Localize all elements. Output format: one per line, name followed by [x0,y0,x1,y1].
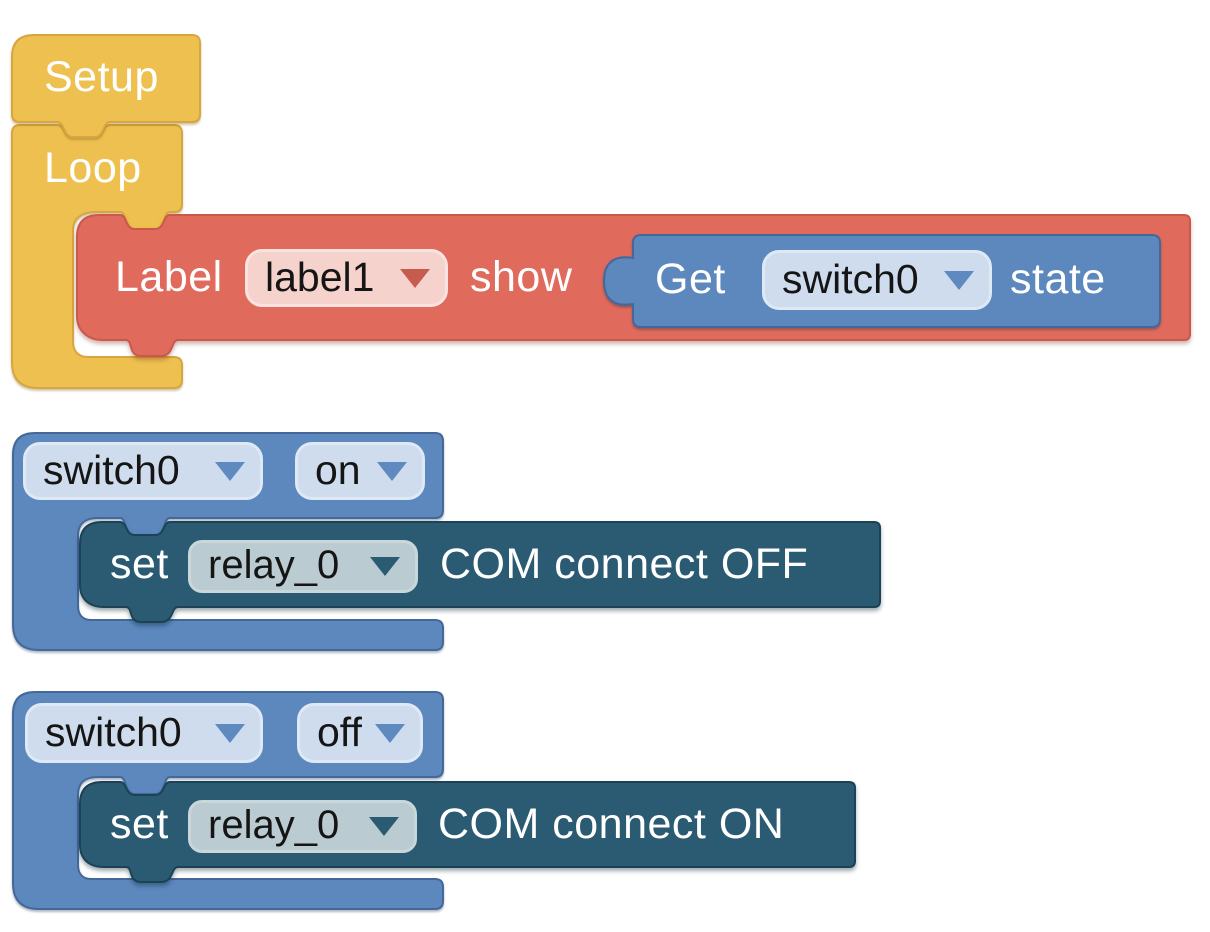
dropdown-arrow-icon [375,723,405,743]
get-block-suffix: state [1010,255,1106,303]
get-switch-dropdown[interactable]: switch0 [762,250,992,310]
event-off-device-value: switch0 [45,708,182,755]
dropdown-arrow-icon [369,817,399,836]
event-on-state-value: on [315,446,361,493]
label-block-prefix: Label [115,253,223,301]
get-switch-dropdown-value: switch0 [782,255,919,302]
set-off-prefix: set [110,540,169,588]
loop-block-body[interactable] [11,124,183,389]
dropdown-arrow-icon [370,557,400,576]
set-on-suffix: COM connect ON [438,800,785,848]
label-block-suffix: show [470,253,573,301]
event-on-state-dropdown[interactable]: on [295,442,425,500]
get-block-prefix: Get [655,255,726,303]
dropdown-arrow-icon [215,723,245,743]
set-on-prefix: set [110,800,169,848]
label-dropdown-value: label1 [265,253,375,300]
loop-block-label: Loop [44,144,142,192]
setup-block-body[interactable] [11,34,201,138]
event-on-device-value: switch0 [43,446,180,493]
dropdown-arrow-icon [377,461,407,481]
set-off-suffix: COM connect OFF [440,540,809,588]
label-dropdown[interactable]: label1 [245,249,448,307]
event-on-device-dropdown[interactable]: switch0 [23,442,263,500]
dropdown-arrow-icon [944,270,974,290]
event-off-state-dropdown[interactable]: off [297,703,423,763]
setup-block-label: Setup [44,53,159,101]
event-off-device-dropdown[interactable]: switch0 [25,703,263,763]
set-on-relay-dropdown[interactable]: relay_0 [188,800,417,853]
event-off-state-value: off [317,708,362,755]
dropdown-arrow-icon [400,268,430,288]
set-on-relay-value: relay_0 [208,803,340,847]
dropdown-arrow-icon [215,461,245,481]
set-off-relay-dropdown[interactable]: relay_0 [188,540,418,593]
set-off-relay-value: relay_0 [208,543,340,587]
